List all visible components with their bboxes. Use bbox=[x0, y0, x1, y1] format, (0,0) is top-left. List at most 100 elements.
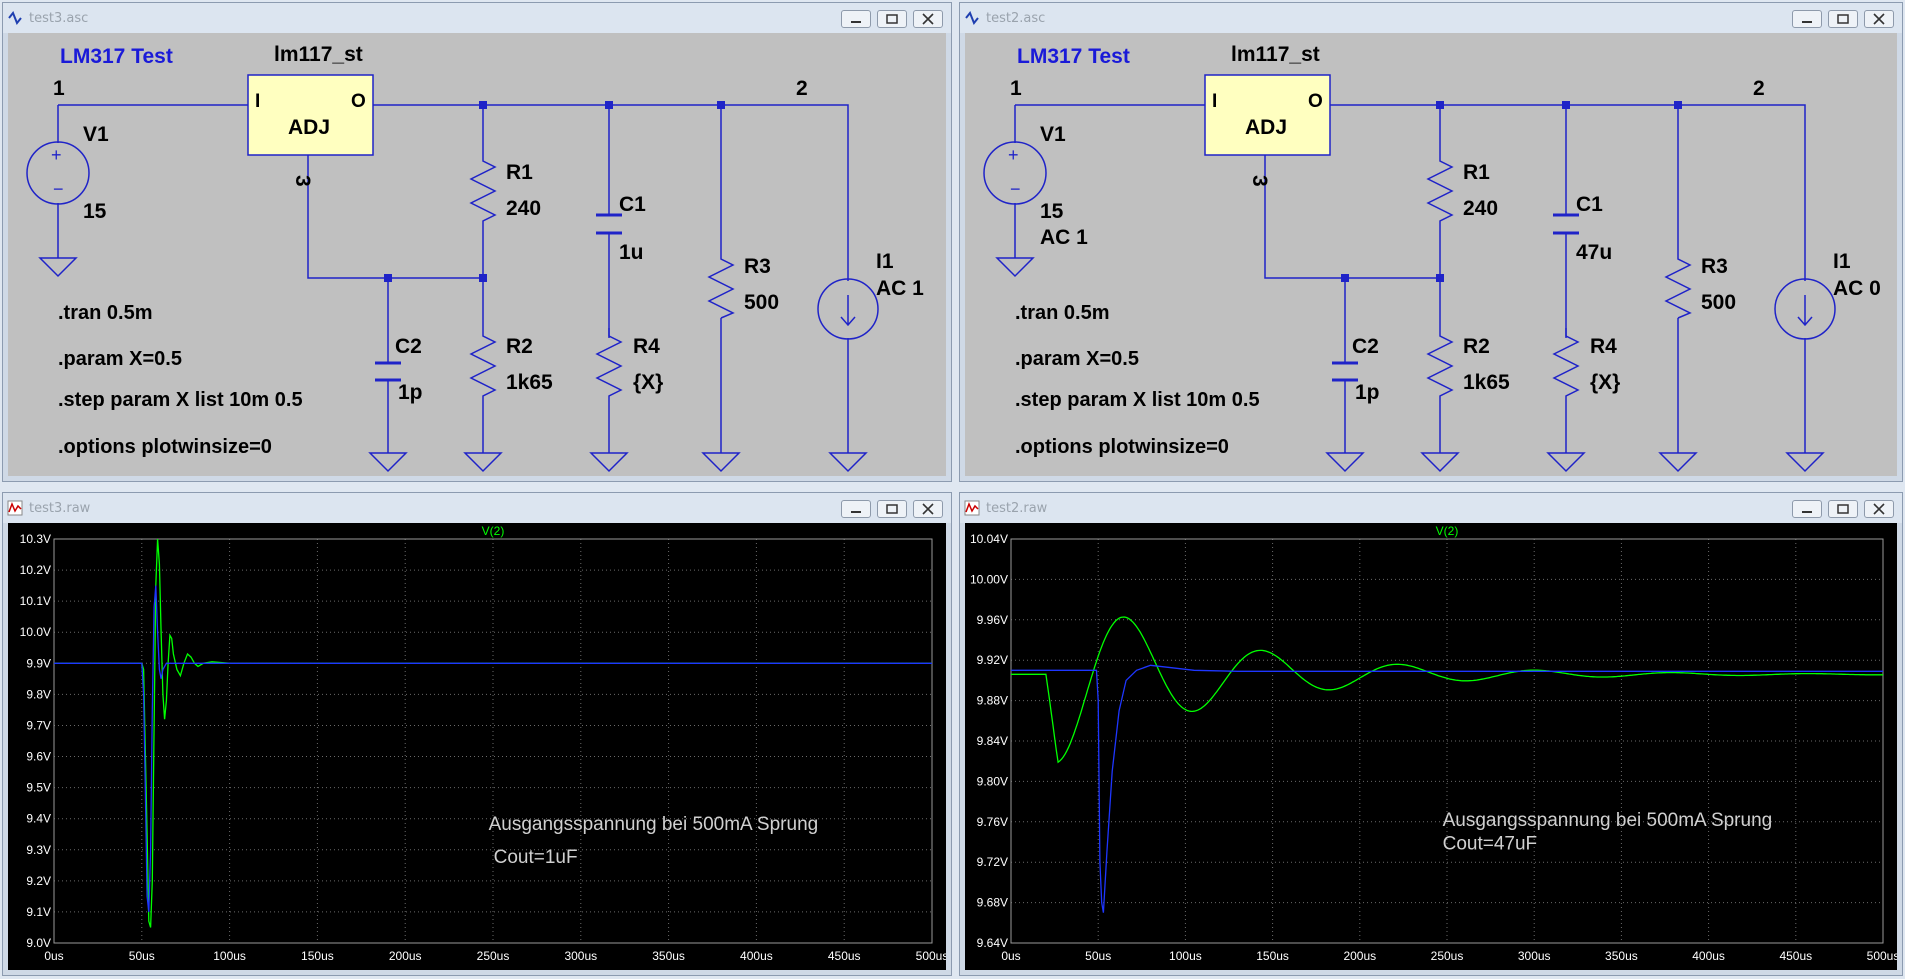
x-tick-label: 300us bbox=[564, 949, 597, 963]
plot-grid bbox=[1010, 538, 1884, 944]
maximize-icon bbox=[1837, 14, 1849, 24]
wires bbox=[1014, 104, 1806, 453]
svg-text:+: + bbox=[1008, 145, 1019, 165]
c2-name: C2 bbox=[1352, 335, 1379, 358]
maximize-button[interactable] bbox=[1828, 500, 1858, 518]
trace-label[interactable]: V(2) bbox=[482, 524, 505, 538]
current-source-i1 bbox=[817, 278, 879, 340]
series-line-1 bbox=[54, 585, 932, 912]
y-tick-label: 10.04V bbox=[970, 532, 1008, 546]
svg-text:+: + bbox=[51, 145, 62, 165]
y-tick-label: 10.00V bbox=[970, 572, 1008, 586]
ic-pin-in: I bbox=[255, 91, 260, 112]
ic-lm117[interactable] bbox=[1204, 74, 1331, 156]
close-icon bbox=[922, 503, 934, 515]
minimize-icon bbox=[1802, 21, 1812, 23]
minimize-button[interactable] bbox=[841, 10, 871, 28]
x-tick-label: 0us bbox=[1001, 949, 1020, 963]
close-button[interactable] bbox=[1864, 10, 1894, 28]
y-tick-label: 9.76V bbox=[977, 815, 1008, 829]
node-3-label: 3 bbox=[291, 175, 314, 187]
ic-lm117[interactable] bbox=[247, 74, 374, 156]
plot-annotation[interactable]: Ausgangsspannung bei 500mA Sprung bbox=[489, 814, 819, 835]
y-tick-label: 9.2V bbox=[26, 874, 51, 888]
minimize-button[interactable] bbox=[841, 500, 871, 518]
ic-pin-out: O bbox=[1308, 91, 1323, 112]
ground-symbols bbox=[38, 257, 868, 473]
plot-annotation[interactable]: Ausgangsspannung bei 500mA Sprung bbox=[1443, 810, 1773, 831]
title-bar[interactable]: test2.asc bbox=[960, 3, 1902, 33]
ltspice-schematic-icon bbox=[8, 11, 22, 25]
node-2-label: 2 bbox=[1753, 77, 1765, 100]
maximize-icon bbox=[1837, 504, 1849, 514]
x-tick-label: 350us bbox=[652, 949, 685, 963]
maximize-button[interactable] bbox=[1828, 10, 1858, 28]
v1-name: V1 bbox=[83, 123, 109, 146]
spice-directive[interactable]: .options plotwinsize=0 bbox=[58, 436, 272, 458]
svg-text:−: − bbox=[1010, 179, 1021, 199]
node-1-label: 1 bbox=[53, 77, 65, 100]
x-tick-label: 150us bbox=[1256, 949, 1289, 963]
x-tick-label: 100us bbox=[213, 949, 246, 963]
title-bar[interactable]: test3.asc bbox=[3, 3, 951, 33]
ground-symbols bbox=[995, 257, 1825, 473]
y-tick-label: 10.0V bbox=[20, 625, 51, 639]
y-tick-label: 9.68V bbox=[977, 896, 1008, 910]
y-tick-label: 9.5V bbox=[26, 781, 51, 795]
maximize-icon bbox=[886, 504, 898, 514]
maximize-button[interactable] bbox=[877, 10, 907, 28]
title-bar[interactable]: test3.raw bbox=[3, 493, 951, 523]
y-tick-label: 9.4V bbox=[26, 812, 51, 826]
close-button[interactable] bbox=[913, 10, 943, 28]
i1-name: I1 bbox=[1833, 250, 1851, 273]
x-tick-label: 0us bbox=[44, 949, 63, 963]
schematic-canvas[interactable]: +− I O ADJ LM317 Test lm117_st 1 2 3 V1 … bbox=[8, 33, 946, 476]
node-3-label: 3 bbox=[1248, 175, 1271, 187]
ic-pin-out: O bbox=[351, 91, 366, 112]
window-title: test3.raw bbox=[29, 501, 91, 516]
minimize-button[interactable] bbox=[1792, 500, 1822, 518]
minimize-button[interactable] bbox=[1792, 10, 1822, 28]
schematic-drawing[interactable]: +− I O ADJ LM317 Test lm117_st 1 2 3 V1 … bbox=[8, 33, 946, 476]
trace-label[interactable]: V(2) bbox=[1436, 524, 1459, 538]
svg-text:−: − bbox=[53, 179, 64, 199]
schematic-drawing[interactable]: +− I O ADJ LM317 Test lm117_st 1 2 3 V1 … bbox=[965, 33, 1897, 476]
y-tick-label: 9.8V bbox=[26, 687, 51, 701]
spice-directive[interactable]: .step param X list 10m 0.5 bbox=[58, 389, 303, 411]
plot-annotation[interactable]: Cout=1uF bbox=[494, 847, 578, 868]
ic-name: lm117_st bbox=[274, 43, 363, 66]
plot-annotation[interactable]: Cout=47uF bbox=[1443, 834, 1538, 855]
schematic-window-test3[interactable]: test3.asc bbox=[2, 2, 952, 482]
schematic-canvas[interactable]: +− I O ADJ LM317 Test lm117_st 1 2 3 V1 … bbox=[965, 33, 1897, 476]
r1-value: 240 bbox=[1463, 197, 1498, 220]
spice-directive[interactable]: .param X=0.5 bbox=[1015, 348, 1139, 370]
spice-directive[interactable]: .tran 0.5m bbox=[58, 302, 152, 324]
maximize-button[interactable] bbox=[877, 500, 907, 518]
y-tick-label: 9.80V bbox=[977, 774, 1008, 788]
r4-value: {X} bbox=[633, 371, 663, 394]
y-tick-label: 10.3V bbox=[20, 532, 51, 546]
x-tick-label: 450us bbox=[828, 949, 861, 963]
spice-directive[interactable]: .options plotwinsize=0 bbox=[1015, 436, 1229, 458]
schematic-window-test2[interactable]: test2.asc bbox=[959, 2, 1903, 482]
y-tick-label: 10.2V bbox=[20, 563, 51, 577]
spice-directive[interactable]: .tran 0.5m bbox=[1015, 302, 1109, 324]
close-button[interactable] bbox=[913, 500, 943, 518]
ic-pin-adj: ADJ bbox=[288, 116, 330, 139]
close-button[interactable] bbox=[1864, 500, 1894, 518]
spice-directive[interactable]: .step param X list 10m 0.5 bbox=[1015, 389, 1260, 411]
close-icon bbox=[1873, 13, 1885, 25]
x-tick-label: 150us bbox=[301, 949, 334, 963]
x-tick-label: 350us bbox=[1605, 949, 1638, 963]
x-tick-label: 400us bbox=[1692, 949, 1725, 963]
x-tick-label: 300us bbox=[1518, 949, 1551, 963]
title-bar[interactable]: test2.raw bbox=[960, 493, 1902, 523]
spice-directive[interactable]: .param X=0.5 bbox=[58, 348, 182, 370]
i1-value: AC 1 bbox=[876, 277, 924, 300]
